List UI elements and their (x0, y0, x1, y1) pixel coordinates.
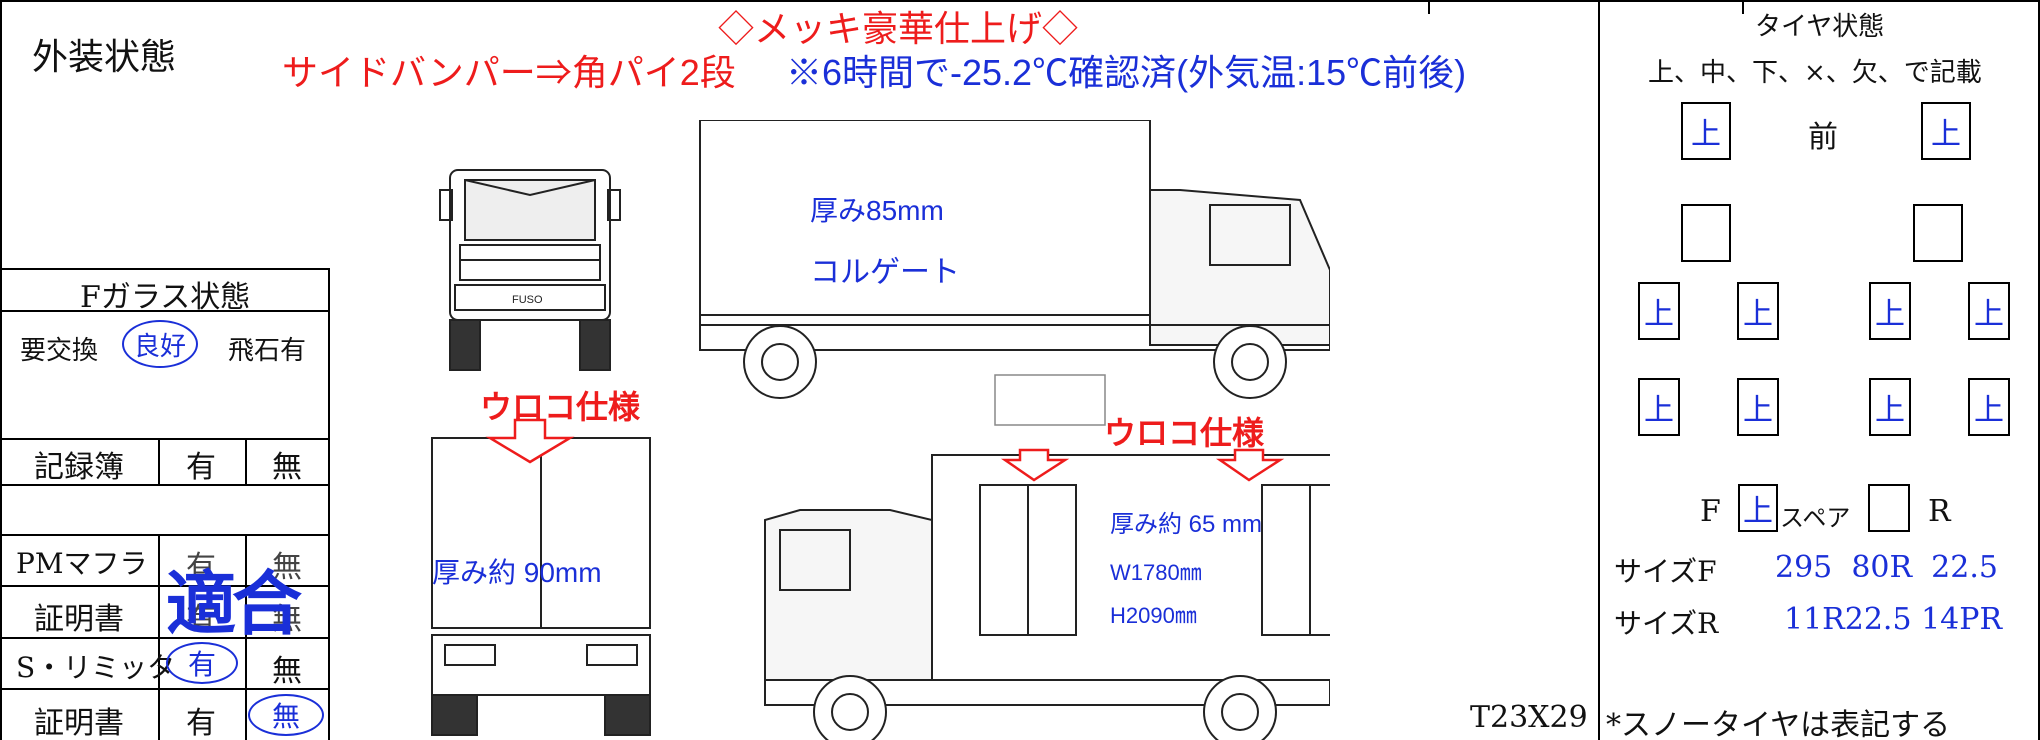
tire-row2-left (1681, 204, 1731, 262)
rear-view (431, 437, 651, 736)
glass-chip: 飛石有 (228, 336, 307, 366)
size-f-value: 295 80R 22.5 (1775, 550, 1998, 585)
truck-front-view: FUSO (439, 169, 621, 371)
record-book-yes: 有 (186, 450, 216, 485)
spare-label: スペア (1780, 504, 1851, 532)
spare-f-label: F (1700, 494, 1721, 529)
thickness-85-label: 厚み85mm (810, 195, 944, 226)
uroko-label-left: ウロコ仕様 (480, 388, 641, 426)
plating-note: ◇メッキ豪華仕上げ◇ (718, 8, 1079, 49)
fuso-label: FUSO (512, 294, 543, 306)
model-code: T23X29 (1470, 700, 1588, 735)
thickness-65-label: 厚み約 65 mm (1110, 511, 1262, 538)
glass-replace: 要交換 (20, 336, 99, 366)
speed-limiter-no: 無 (272, 654, 302, 689)
speed-limiter-yes: 有 (187, 648, 216, 681)
tire-front-right: 上 (1921, 102, 1971, 160)
pm-muffler-no: 無 (272, 550, 302, 585)
cooling-note: ※6時間で-25.2℃確認済(外気温:15℃前後) (786, 52, 1467, 93)
tire-column-divider (1598, 0, 1600, 740)
spare-r-box (1868, 484, 1910, 532)
truck-side-view-top (699, 120, 1330, 399)
pm-muffler-yes: 有 (186, 550, 216, 585)
spare-f-box: 上 (1738, 484, 1778, 532)
tire-row4-2: 上 (1737, 378, 1779, 436)
record-book-label: 記録簿 (34, 450, 124, 485)
speed-limiter-yes-circle: 有 (166, 642, 238, 684)
truck-diagram: FUSO 厚み85mm コルゲート 厚み約 90mm (431, 120, 1330, 740)
tire-title: タイヤ状態 (1755, 12, 1885, 42)
glass-good-circle: 良好 (122, 320, 198, 368)
sl-certificate-yes: 有 (186, 706, 216, 740)
corrugated-label: コルゲート (810, 256, 960, 289)
top-divider (1742, 0, 1744, 14)
uroko-arrow-right-2 (1215, 448, 1285, 482)
section-title: 外装状態 (32, 37, 177, 78)
bumper-note: サイドバンパー⇒角パイ2段 (282, 52, 736, 93)
tire-front-left: 上 (1681, 102, 1731, 160)
uroko-arrow-right-1 (1000, 448, 1070, 482)
tire-row3-4: 上 (1968, 282, 2010, 340)
uroko-arrow-left (485, 418, 575, 464)
size-r-value: 11R22.5 14PR (1784, 602, 2003, 637)
height-label: H2090㎜ (1110, 603, 1197, 628)
pm-muffler-label: PMマフラ (16, 547, 148, 580)
glass-title: Fガラス状態 (80, 280, 251, 315)
conforming-stamp: 適合 (166, 565, 302, 643)
tire-front-label: 前 (1808, 120, 1838, 155)
top-divider (1428, 0, 1430, 14)
sl-certificate-no: 無 (271, 700, 300, 733)
width-label: W1780㎜ (1110, 560, 1202, 585)
size-f-label: サイズF (1614, 555, 1717, 588)
sl-certificate-label: 証明書 (34, 706, 124, 740)
tire-row3-2: 上 (1737, 282, 1779, 340)
tire-row3-3: 上 (1869, 282, 1911, 340)
spare-r-label: R (1928, 494, 1951, 529)
truck-side-view-bottom (764, 454, 1330, 740)
tire-row4-3: 上 (1869, 378, 1911, 436)
pm-certificate-yes: 有 (186, 602, 216, 637)
connector-box (994, 374, 1106, 426)
speed-limiter-label: S・リミッタ (16, 651, 176, 684)
pm-certificate-no: 無 (272, 602, 302, 637)
tire-legend: 上、中、下、×、欠、で記載 (1648, 58, 1982, 88)
tire-row4-4: 上 (1968, 378, 2010, 436)
tire-row4-1: 上 (1638, 378, 1680, 436)
tire-row2-right (1913, 204, 1963, 262)
tire-row3-1: 上 (1638, 282, 1680, 340)
uroko-label-right: ウロコ仕様 (1104, 414, 1265, 452)
record-book-no: 無 (272, 450, 302, 485)
snow-tire-note: *スノータイヤは表記する (1606, 708, 1951, 740)
pm-certificate-label: 証明書 (34, 602, 124, 637)
sl-certificate-no-circle: 無 (248, 694, 324, 736)
thickness-90-label: 厚み約 90mm (432, 557, 602, 588)
size-r-label: サイズR (1614, 607, 1719, 640)
glass-good: 良好 (133, 331, 186, 362)
